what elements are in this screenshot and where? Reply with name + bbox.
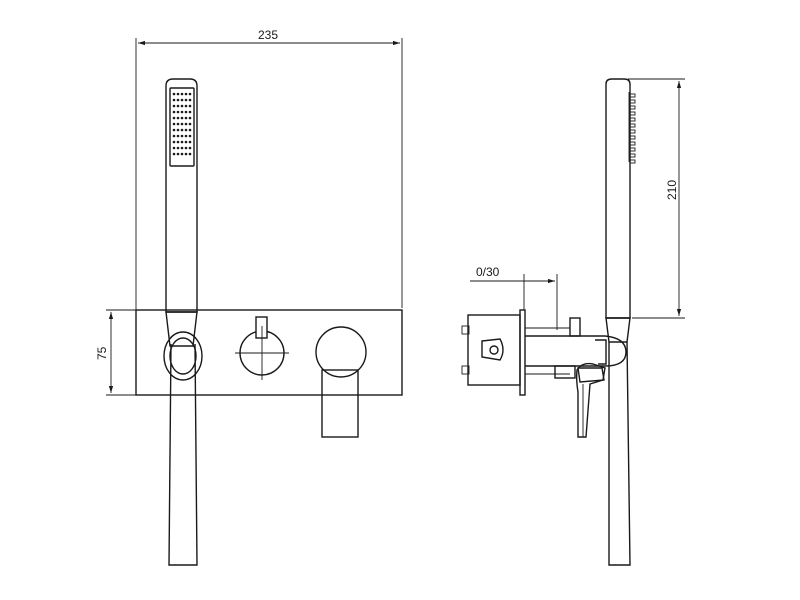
nozzle-dot: [184, 152, 188, 156]
side-nozzle: [629, 147, 636, 152]
side-nozzle: [629, 99, 636, 104]
nozzle-dot: [180, 146, 184, 150]
nozzle-dot: [180, 122, 184, 126]
nozzle-dot: [188, 152, 192, 156]
shower-holder: [163, 331, 203, 381]
side-nozzle: [629, 117, 636, 122]
nozzle-dot: [176, 128, 180, 132]
spout-front: [315, 326, 367, 438]
valve-body-side: [525, 317, 627, 379]
nozzle-dot: [172, 98, 176, 102]
nozzle-dot: [172, 146, 176, 150]
nozzle-dot: [180, 98, 184, 102]
nozzle-dot: [176, 152, 180, 156]
nozzle-dot: [180, 140, 184, 144]
nozzle-dot: [184, 92, 188, 96]
nozzle-dot: [184, 110, 188, 114]
nozzle-dot: [180, 134, 184, 138]
nozzle-dot: [180, 128, 184, 132]
nozzle-dot: [172, 116, 176, 120]
side-nozzle: [629, 93, 636, 98]
dimension-height-210-label: 210: [665, 180, 679, 200]
nozzle-dot: [172, 122, 176, 126]
nozzle-dot: [180, 152, 184, 156]
nozzle-dot: [184, 146, 188, 150]
nozzle-dot: [180, 116, 184, 120]
nozzle-dot: [180, 92, 184, 96]
dimension-height-75-label: 75: [95, 346, 109, 360]
nozzle-dot: [176, 92, 180, 96]
dimension-width-label: 235: [258, 28, 278, 42]
nozzle-dot: [172, 128, 176, 132]
nozzle-dot: [172, 92, 176, 96]
nozzle-dot: [184, 98, 188, 102]
dimension-offset: 0/30: [470, 265, 558, 330]
nozzle-grid: [172, 92, 192, 156]
nozzle-dot: [172, 152, 176, 156]
nozzle-dot: [176, 104, 180, 108]
side-nozzle-row: [629, 93, 636, 164]
nozzle-dot: [188, 110, 192, 114]
side-nozzle: [629, 135, 636, 140]
nozzle-dot: [176, 110, 180, 114]
concealed-body: [461, 314, 521, 386]
nozzle-dot: [188, 104, 192, 108]
nozzle-dot: [184, 134, 188, 138]
nozzle-dot: [184, 116, 188, 120]
nozzle-dot: [188, 122, 192, 126]
nozzle-dot: [180, 104, 184, 108]
spout-side: [575, 362, 606, 438]
hand-shower-front: [165, 78, 198, 347]
nozzle-dot: [176, 146, 180, 150]
nozzle-dot: [172, 104, 176, 108]
wall-plate: [135, 309, 403, 396]
side-nozzle: [629, 129, 636, 134]
mixer-handle: [235, 316, 289, 380]
nozzle-dot: [176, 122, 180, 126]
side-nozzle: [629, 153, 636, 158]
nozzle-dot: [188, 116, 192, 120]
nozzle-dot: [176, 134, 180, 138]
nozzle-dot: [184, 122, 188, 126]
nozzle-dot: [176, 140, 180, 144]
hand-shower-side: [605, 78, 636, 343]
nozzle-dot: [172, 140, 176, 144]
nozzle-dot: [184, 128, 188, 132]
side-nozzle: [629, 141, 636, 146]
nozzle-dot: [188, 98, 192, 102]
dimension-offset-label: 0/30: [476, 265, 500, 279]
nozzle-dot: [188, 146, 192, 150]
wall-plate-side: [519, 309, 526, 396]
nozzle-dot: [184, 140, 188, 144]
hose-side: [608, 341, 631, 566]
nozzle-dot: [172, 134, 176, 138]
front-view: 235 75: [95, 28, 403, 566]
side-nozzle: [629, 111, 636, 116]
nozzle-dot: [188, 128, 192, 132]
nozzle-dot: [176, 98, 180, 102]
side-nozzle: [629, 123, 636, 128]
hose-front: [168, 343, 198, 566]
side-nozzle: [629, 159, 636, 164]
shower-connector: [595, 339, 607, 365]
side-nozzle: [629, 105, 636, 110]
side-view: 210 0/30: [461, 78, 685, 566]
nozzle-dot: [176, 116, 180, 120]
nozzle-dot: [184, 104, 188, 108]
nozzle-dot: [180, 110, 184, 114]
nozzle-dot: [188, 140, 192, 144]
nozzle-dot: [172, 110, 176, 114]
dimension-height-210: 210: [628, 78, 685, 319]
nozzle-dot: [188, 92, 192, 96]
nozzle-dot: [188, 134, 192, 138]
dimension-height-75: 75: [95, 309, 165, 396]
